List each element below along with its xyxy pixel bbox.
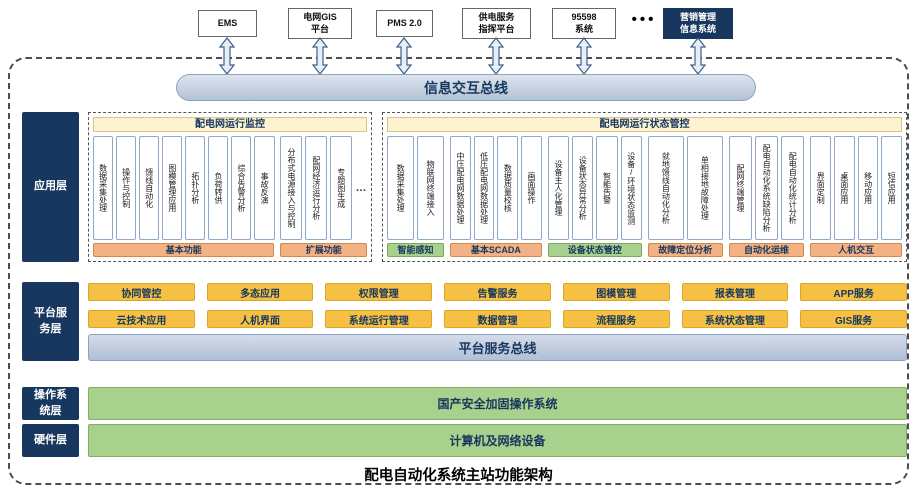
platform-service-cell: APP服务 <box>800 283 907 301</box>
group-automation-om: 配网终端管理 配电自动化系统缺陷分析 配电自动化统计分析 自动化运维 <box>728 136 805 257</box>
group-bar-extended: 扩展功能 <box>280 243 367 257</box>
function-item: 移动应用 <box>857 136 879 240</box>
group-equipment-status: 设备主人化管理 设备状态异常分析 智能告警 设备/环境状态监测 设备状态管控 <box>547 136 642 257</box>
function-columns: 界面定制 桌面应用 移动应用 短信应用 <box>810 136 903 240</box>
platform-service-cell: GIS服务 <box>800 310 907 328</box>
function-columns: 数据采集处理 物联网终端接入 <box>387 136 445 240</box>
function-columns: 数据采集处理 操作与控制 馈线自动化 图模管理应用 拓扑分析 负荷转供 综合告警… <box>93 136 275 240</box>
function-item: 配网经济运行分析 <box>305 136 328 240</box>
platform-service-cell: 图模管理 <box>562 283 670 301</box>
ext-system-95598: 95598 系统 <box>552 8 616 39</box>
function-item: 事故反演 <box>254 136 275 240</box>
ext-system-marketing: 营销管理 信息系统 <box>663 8 733 39</box>
layer-label-platform: 平台服务层 <box>22 282 79 361</box>
double-arrow-icon <box>690 37 706 75</box>
double-arrow-icon <box>312 37 328 75</box>
function-item: 分布式电源接入与控制 <box>280 136 303 240</box>
function-groups: 数据采集处理 物联网终端接入 智能感知 中压配电网数据处理 低压配电网数据处理 … <box>387 136 903 257</box>
function-item: 桌面应用 <box>833 136 855 240</box>
group-basic-scada: 中压配电网数据处理 低压配电网数据处理 数据质量校核 画面操作 基本SCADA <box>450 136 542 257</box>
platform-service-cell: 系统运行管理 <box>325 310 433 328</box>
group-bar: 智能感知 <box>387 243 445 257</box>
double-arrow-icon <box>396 37 412 75</box>
group-bar: 自动化运维 <box>728 243 805 257</box>
function-item: 操作与控制 <box>116 136 137 240</box>
information-bus: 信息交互总线 <box>176 74 756 101</box>
function-columns: 配网终端管理 配电自动化系统缺陷分析 配电自动化统计分析 <box>728 136 805 240</box>
platform-service-cell: 人机界面 <box>206 310 314 328</box>
platform-service-cell: 云技术应用 <box>88 310 195 328</box>
group-bar: 基本SCADA <box>450 243 542 257</box>
ext-system-pms: PMS 2.0 <box>376 10 433 37</box>
function-item: 设备主人化管理 <box>547 136 569 240</box>
layer-label-os: 操作系统层 <box>22 387 79 420</box>
platform-service-cell: 流程服务 <box>562 310 670 328</box>
platform-service-cell: 多态应用 <box>206 283 314 301</box>
ext-system-grid-gis: 电网GIS 平台 <box>288 8 352 39</box>
function-item: 数据采集处理 <box>387 136 415 240</box>
panel-status-management: 配电网运行状态管控 数据采集处理 物联网终端接入 智能感知 中压配电网数据处理 … <box>382 112 907 262</box>
function-item: 配网终端管理 <box>728 136 752 240</box>
hardware-bar: 计算机及网络设备 <box>88 424 907 457</box>
function-item: 界面定制 <box>810 136 831 240</box>
function-item: 设备/环境状态监测 <box>620 136 642 240</box>
double-arrow-icon <box>488 37 504 75</box>
panel-operation-monitoring: 配电网运行监控 数据采集处理 操作与控制 馈线自动化 图模管理应用 拓扑分析 负… <box>88 112 372 262</box>
platform-service-bus: 平台服务总线 <box>88 334 907 361</box>
group-extended-functions: 分布式电源接入与控制 配网经济运行分析 专题图生成 … 扩展功能 <box>280 136 367 257</box>
function-item: 画面操作 <box>521 136 542 240</box>
group-fault-location: 就地馈线自动化分析 单相接地故障处理 故障定位分析 <box>647 136 723 257</box>
function-item: 数据采集处理 <box>93 136 114 240</box>
double-arrow-icon <box>219 37 235 75</box>
function-item: 设备状态异常分析 <box>572 136 594 240</box>
function-item: 综合告警分析 <box>231 136 252 240</box>
platform-service-cell: 系统状态管理 <box>681 310 789 328</box>
group-human-machine: 界面定制 桌面应用 移动应用 短信应用 人机交互 <box>810 136 903 257</box>
panel-title: 配电网运行监控 <box>93 117 367 132</box>
platform-service-cell: 报表管理 <box>681 283 789 301</box>
function-item: 负荷转供 <box>208 136 229 240</box>
group-intelligent-sensing: 数据采集处理 物联网终端接入 智能感知 <box>387 136 445 257</box>
platform-services: 协同管控 多态应用 权限管理 告警服务 图模管理 报表管理 APP服务 云技术应… <box>88 283 907 328</box>
os-bar: 国产安全加固操作系统 <box>88 387 907 420</box>
group-bar: 设备状态管控 <box>547 243 642 257</box>
function-item: 专题图生成 <box>330 136 353 240</box>
function-item: 物联网终端接入 <box>417 136 445 240</box>
diagram-caption: 配电自动化系统主站功能架构 <box>364 468 553 484</box>
platform-service-cell: 权限管理 <box>325 283 433 301</box>
function-item: 智能告警 <box>596 136 618 240</box>
ext-system-power-service-command: 供电服务 指挥平台 <box>462 8 531 39</box>
function-item: 低压配电网数据处理 <box>473 136 495 240</box>
platform-service-cell: 告警服务 <box>444 283 551 301</box>
layer-label-hardware: 硬件层 <box>22 424 79 457</box>
function-item: 图模管理应用 <box>162 136 183 240</box>
function-columns: 就地馈线自动化分析 单相接地故障处理 <box>647 136 723 240</box>
group-basic-functions: 数据采集处理 操作与控制 馈线自动化 图模管理应用 拓扑分析 负荷转供 综合告警… <box>93 136 275 257</box>
function-item: 数据质量校核 <box>497 136 519 240</box>
layer-label-application: 应用层 <box>22 112 79 262</box>
group-bar: 人机交互 <box>810 243 902 257</box>
ellipsis: … <box>355 182 367 194</box>
group-bar-basic: 基本功能 <box>93 243 275 257</box>
function-item: 就地馈线自动化分析 <box>647 136 684 240</box>
function-columns: 分布式电源接入与控制 配网经济运行分析 专题图生成 … <box>280 136 367 240</box>
ellipsis-dots: ••• <box>631 11 657 28</box>
function-columns: 中压配电网数据处理 低压配电网数据处理 数据质量校核 画面操作 <box>450 136 542 240</box>
platform-service-cell: 数据管理 <box>444 310 551 328</box>
double-arrow-icon <box>576 37 592 75</box>
outer-dashed-border <box>8 57 909 485</box>
platform-service-cell: 协同管控 <box>88 283 195 301</box>
function-item: 配电自动化系统缺陷分析 <box>754 136 779 240</box>
function-columns: 设备主人化管理 设备状态异常分析 智能告警 设备/环境状态监测 <box>547 136 642 240</box>
panel-title: 配电网运行状态管控 <box>387 117 902 132</box>
function-item: 馈线自动化 <box>139 136 160 240</box>
function-item: 配电自动化统计分析 <box>781 136 805 240</box>
function-item: 中压配电网数据处理 <box>450 136 471 240</box>
group-bar: 故障定位分析 <box>647 243 723 257</box>
function-item: 拓扑分析 <box>185 136 206 240</box>
ext-system-ems: EMS <box>198 10 257 37</box>
function-item: 短信应用 <box>881 136 903 240</box>
function-item: 单相接地故障处理 <box>686 136 723 240</box>
function-groups: 数据采集处理 操作与控制 馈线自动化 图模管理应用 拓扑分析 负荷转供 综合告警… <box>93 136 367 257</box>
